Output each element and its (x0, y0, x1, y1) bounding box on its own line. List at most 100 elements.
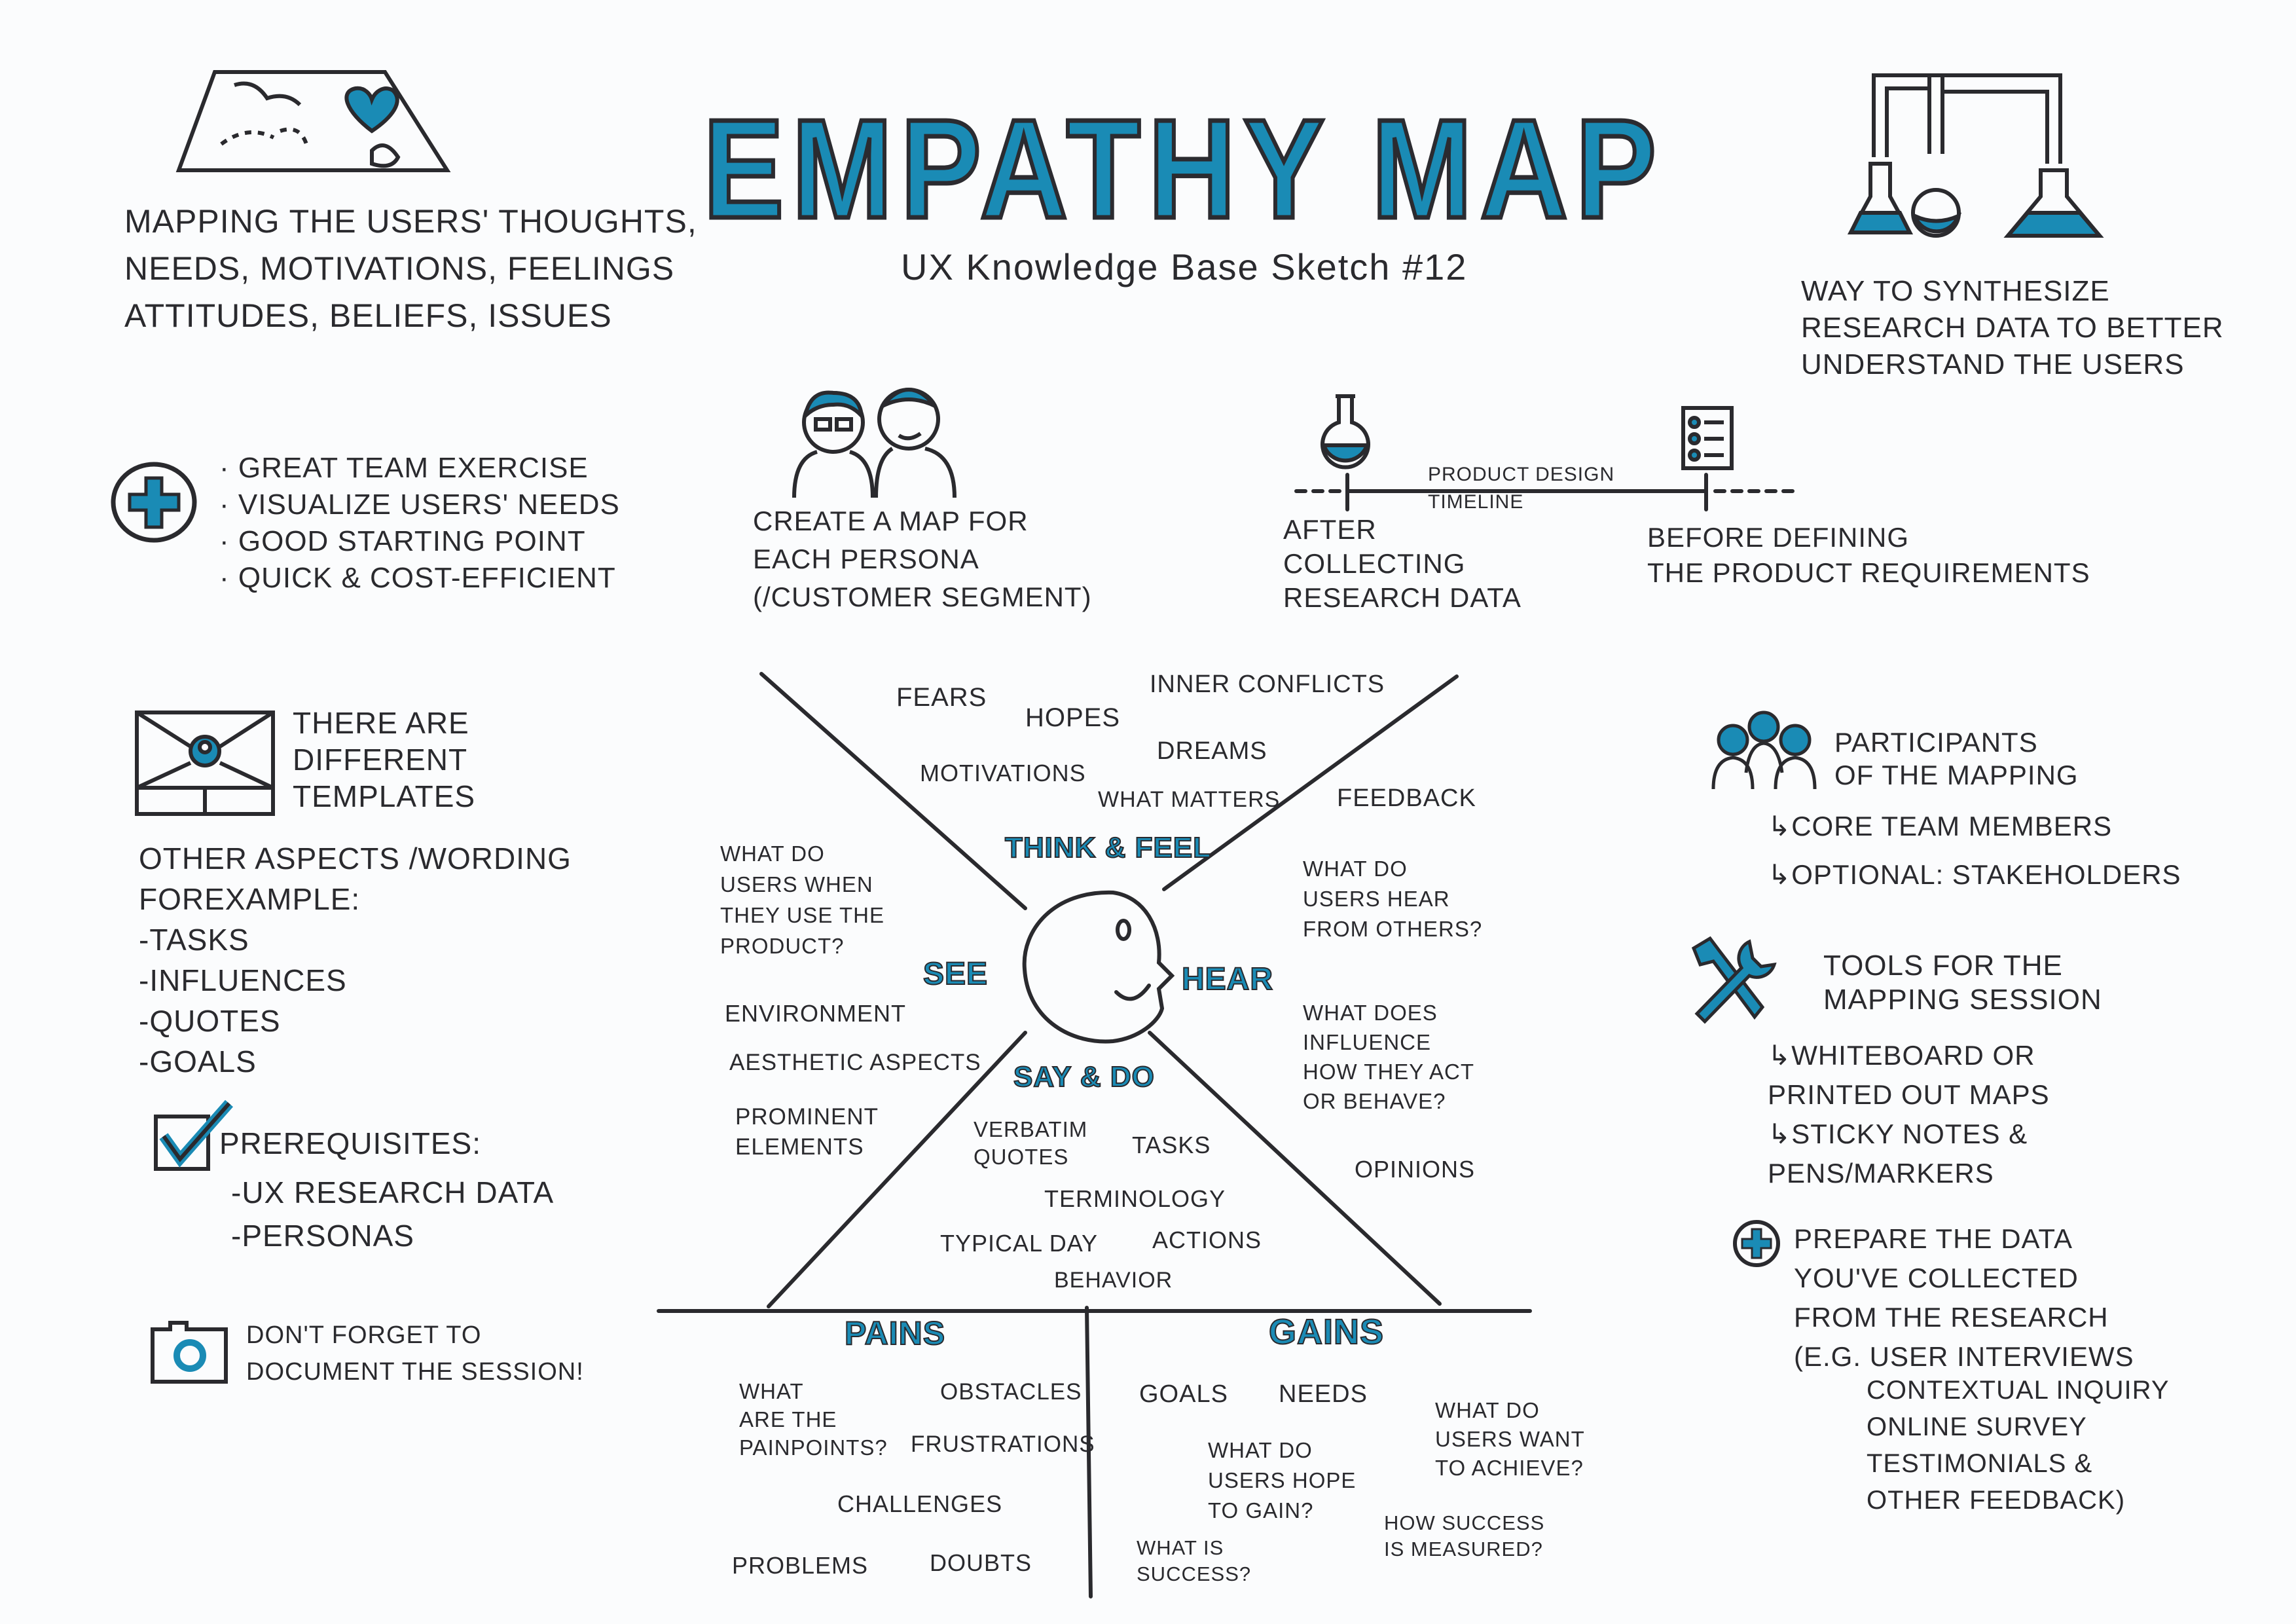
camera-icon (151, 1321, 228, 1384)
pains-question-line: PAINPOINTS? (739, 1435, 888, 1460)
other-aspects-list-line: -INFLUENCES (139, 963, 347, 997)
item-behavior: BEHAVIOR (1054, 1268, 1173, 1293)
pains-question-line: ARE THE (739, 1407, 837, 1431)
tools-text-line: MAPPING SESSION (1823, 984, 2102, 1016)
synthesize-text-line: UNDERSTAND THE USERS (1801, 348, 2185, 380)
item-inner-conflicts: INNER CONFLICTS (1150, 671, 1385, 698)
hear-influence-line: HOW THEY ACT (1303, 1060, 1474, 1084)
templates-text-line: DIFFERENT (293, 743, 468, 777)
see-question-line: PRODUCT? (720, 934, 845, 958)
other-aspects-list-line: -GOALS (139, 1044, 257, 1079)
hear-influence-line: OR BEHAVE? (1303, 1089, 1446, 1113)
gains-achieve-line: WHAT DO (1435, 1398, 1540, 1422)
tools-icon (1691, 936, 1777, 1024)
item-feedback: FEEDBACK (1337, 784, 1476, 812)
see-question-line: USERS WHEN (720, 872, 873, 896)
divider-vertical (1085, 1306, 1093, 1598)
lab-flasks-icon (1847, 73, 2104, 238)
persona-text-line: EACH PERSONA (753, 544, 979, 574)
prerequisites-heading: PREREQUISITES: (219, 1126, 481, 1160)
checkbox-checked-icon (154, 1099, 233, 1171)
item-doubts: DOUBTS (930, 1549, 1032, 1576)
document-session-text-line: DOCUMENT THE SESSION! (246, 1358, 584, 1386)
item-prominent-elements-line: PROMINENT (735, 1104, 879, 1130)
gains-achieve-line: USERS WANT (1435, 1427, 1585, 1451)
item-obstacles: OBSTACLES (940, 1379, 1082, 1405)
prepare-plus-icon (1733, 1220, 1780, 1267)
item-tasks: TASKS (1132, 1132, 1211, 1158)
gains-success-line: WHAT IS (1137, 1536, 1224, 1559)
prepare-data-text-line: (E.G. USER INTERVIEWS (1794, 1341, 2134, 1372)
item-problems: PROBLEMS (732, 1552, 869, 1579)
hear-influence-line: WHAT DOES (1303, 1001, 1438, 1025)
template-icon (135, 710, 275, 816)
divider-top-right (1162, 674, 1459, 891)
heart-icon (344, 86, 399, 134)
hear-question-line: USERS HEAR (1303, 887, 1450, 911)
before-defining-text-line: THE PRODUCT REQUIREMENTS (1647, 557, 2090, 588)
item-frustrations: FRUSTRATIONS (911, 1431, 1095, 1457)
intro-text-line: ATTITUDES, BELIEFS, ISSUES (124, 297, 612, 334)
benefits-list-line: · QUICK & COST-EFFICIENT (219, 562, 616, 594)
pros-plus-icon (111, 462, 197, 543)
other-aspects-list-line: -QUOTES (139, 1004, 281, 1038)
section-say-do: SAY & DO (1013, 1060, 1155, 1094)
item-needs: NEEDS (1279, 1380, 1368, 1408)
tools-text-line: TOOLS FOR THE (1823, 950, 2063, 982)
prerequisites-list-line: -UX RESEARCH DATA (231, 1175, 555, 1209)
item-motivations: MOTIVATIONS (920, 760, 1086, 786)
section-think-feel: THINK & FEEL (1004, 831, 1212, 864)
item-environment: ENVIRONMENT (725, 1000, 907, 1027)
item-what-matters: WHAT MATTERS (1098, 787, 1281, 812)
item-challenges: CHALLENGES (837, 1490, 1003, 1517)
intro-text-line: NEEDS, MOTIVATIONS, FEELINGS (124, 250, 675, 287)
product-design-timeline (1294, 473, 1796, 511)
item-goals: GOALS (1139, 1380, 1228, 1408)
gains-achieve-line: TO ACHIEVE? (1435, 1456, 1584, 1480)
requirements-checklist-icon (1681, 406, 1734, 470)
other-aspects-list-line: FOREXAMPLE: (139, 882, 361, 916)
prepare-data-text-line: FROM THE RESEARCH (1794, 1302, 2109, 1333)
templates-text-line: TEMPLATES (293, 779, 476, 813)
item-opinions: OPINIONS (1355, 1156, 1476, 1183)
prepare-data-sources-line: OTHER FEEDBACK) (1867, 1486, 2126, 1515)
hear-question-line: FROM OTHERS? (1303, 917, 1483, 941)
other-aspects-list-line: OTHER ASPECTS /WORDING (139, 841, 572, 876)
gains-measured-line: IS MEASURED? (1384, 1538, 1543, 1560)
participants-list-line: ↳OPTIONAL: STAKEHOLDERS (1768, 859, 2181, 890)
synthesize-text-line: RESEARCH DATA TO BETTER (1801, 312, 2224, 344)
page-subtitle: UX Knowledge Base Sketch #12 (901, 246, 1468, 287)
see-question-line: THEY USE THE (720, 903, 885, 927)
divider-bottom-left (767, 1031, 1027, 1308)
after-collecting-text-line: COLLECTING (1283, 548, 1466, 579)
persona-text-line: (/CUSTOMER SEGMENT) (753, 581, 1092, 612)
item-hopes: HOPES (1025, 703, 1121, 732)
section-pains: PAINS (844, 1314, 946, 1352)
prepare-data-text-line: YOU'VE COLLECTED (1794, 1263, 2079, 1293)
section-see: SEE (922, 956, 989, 992)
after-collecting-text-line: AFTER (1283, 514, 1377, 545)
divider-top-left (759, 672, 1027, 910)
tools-list-line: PRINTED OUT MAPS (1768, 1079, 2050, 1110)
participants-text-line: OF THE MAPPING (1834, 760, 2079, 790)
treasure-map-icon (175, 70, 451, 172)
personas-icon (792, 387, 957, 498)
gains-hope-line: USERS HOPE (1208, 1468, 1357, 1492)
item-prominent-elements-line: ELEMENTS (735, 1134, 864, 1160)
benefits-list-line: · VISUALIZE USERS' NEEDS (219, 489, 620, 521)
tools-list-line: ↳STICKY NOTES & (1768, 1118, 2028, 1149)
timeline-label-line: TIMELINE (1428, 491, 1524, 513)
benefits-list-line: · GOOD STARTING POINT (219, 525, 586, 557)
gains-success-line: SUCCESS? (1137, 1562, 1252, 1585)
gains-hope-line: WHAT DO (1208, 1438, 1313, 1462)
section-gains: GAINS (1268, 1312, 1385, 1352)
timeline-label-line: PRODUCT DESIGN (1428, 464, 1615, 485)
item-terminology: TERMINOLOGY (1044, 1185, 1226, 1212)
tools-list-line: ↳WHITEBOARD OR (1768, 1040, 2035, 1071)
prepare-data-sources-line: TESTIMONIALS & (1867, 1449, 2093, 1478)
participants-list-line: ↳CORE TEAM MEMBERS (1768, 811, 2113, 841)
pains-question-line: WHAT (739, 1379, 804, 1403)
section-hear: HEAR (1181, 961, 1274, 997)
divider-bottom-right (1148, 1031, 1442, 1306)
